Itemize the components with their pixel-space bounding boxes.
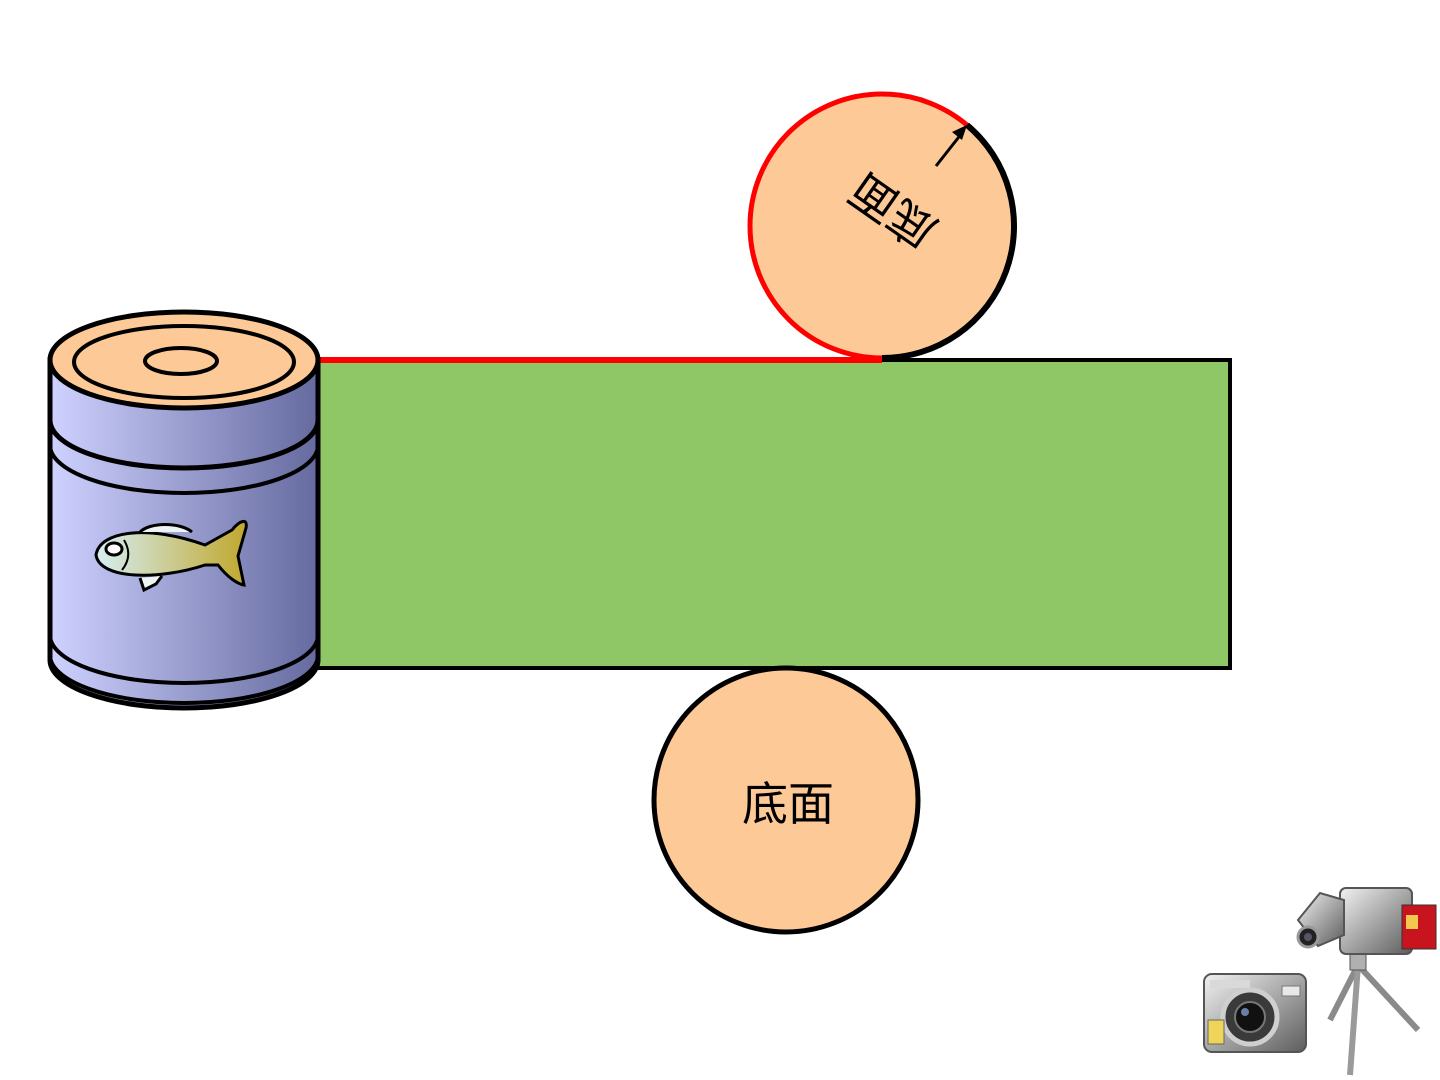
bottom-face: 底面: [651, 665, 921, 935]
rolling-arrow-head: [952, 125, 967, 140]
fish-icon: [94, 520, 248, 593]
bottom-face-label: 底面: [742, 777, 834, 831]
rolling-arrow: [934, 132, 964, 167]
camcorder-tripod-icon: [1296, 887, 1437, 1076]
bottom-face-circle: [651, 665, 921, 935]
fish-can-icon: [47, 309, 321, 711]
rolling-face: 底面: [747, 91, 1018, 361]
rolling-face-black-arc: [881, 122, 1018, 361]
lateral-surface-rectangle: [314, 358, 1232, 670]
digital-camera-icon: [1203, 973, 1307, 1053]
